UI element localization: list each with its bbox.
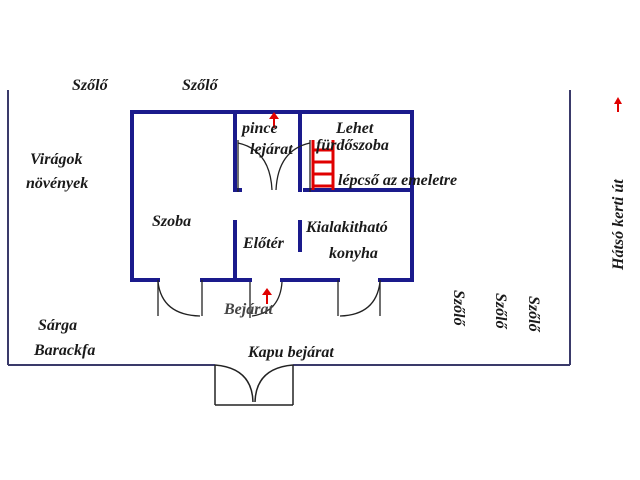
stairs [311, 140, 335, 190]
label-konyha: konyha [329, 245, 378, 262]
label-lehet: Lehet [336, 120, 374, 137]
label-hatso-kerti-ut: Hátsó kerti út [610, 179, 627, 270]
label-szolo-vertical-2: Szőlő [492, 293, 509, 329]
label-szolo-vertical-3: Szőlő [525, 296, 542, 332]
arrow-up-icon [262, 288, 272, 304]
label-viragok: Virágok [30, 151, 83, 168]
property-fence [7, 90, 571, 366]
arrow-up-icon [269, 112, 279, 128]
label-lepcso: lépcső az emeletre [338, 172, 458, 189]
label-szolo-1: Szőlő [72, 77, 108, 94]
label-lejarat: lejárat [250, 141, 293, 158]
label-novenyek: növények [26, 175, 89, 192]
doors [157, 140, 381, 318]
label-sarga: Sárga [38, 317, 78, 334]
label-kapu-bejarat: Kapu bejárat [248, 344, 334, 361]
label-szolo-vertical-1: Szőlő [450, 290, 467, 326]
gate [214, 364, 294, 406]
label-bejarat: Bejárat [224, 301, 273, 318]
label-kialakithato: Kialakitható [306, 219, 388, 236]
label-eloter: Előtér [243, 235, 284, 252]
label-szolo-2: Szőlő [182, 77, 218, 94]
label-furdoszoba: fürdőszoba [316, 137, 389, 154]
house-walls [130, 110, 414, 282]
arrow-up-icon [614, 97, 622, 112]
label-szoba: Szoba [152, 213, 192, 230]
label-barackfa: Barackfa [34, 342, 96, 359]
label-pince: pince [242, 120, 278, 137]
